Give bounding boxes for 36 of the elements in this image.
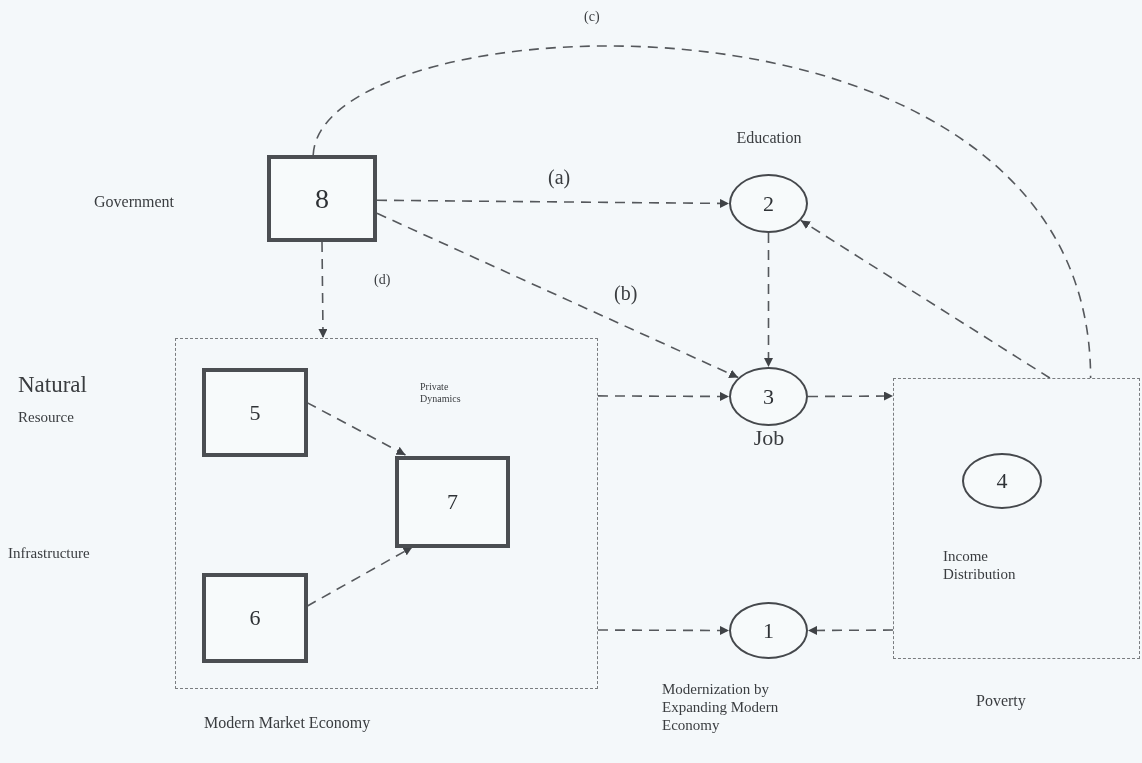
node-caption: Modernization by Expanding Modern Economy [662,680,780,734]
dashed-arrow [376,198,730,208]
node-caption: Resource [18,408,74,426]
group-title: Poverty [976,692,1026,710]
node-number: 6 [249,607,261,629]
node-number: 8 [315,184,329,213]
label-text: Private Dynamics [420,381,462,405]
node-number: 3 [763,385,774,408]
node-number: 1 [763,619,774,642]
dashed-arrow [597,391,730,401]
dashed-arrow [807,391,894,401]
dashed-connector [312,45,1092,379]
process-box [395,456,510,548]
node-caption: Education [735,128,803,148]
dashed-arrow [807,625,894,635]
edge-label: (c) [582,9,602,25]
node-caption: Natural [18,371,87,399]
dashed-arrow [800,219,1051,379]
edge-label: (b) [612,282,640,304]
node-caption: Income Distribution [943,547,1017,583]
label-text: Government [94,192,174,212]
node-caption: Job [752,425,786,452]
group-title: Modern Market Economy [204,714,371,732]
label-text: Infrastructure [8,544,90,562]
node-number: 2 [763,192,774,215]
process-box [267,155,377,242]
process-box [202,573,308,663]
node-number: 4 [996,470,1008,492]
edge-label: (a) [546,166,573,188]
dashed-arrow [597,625,730,635]
node-number: 7 [447,491,458,513]
edge-label: (d) [372,272,393,288]
node-number: 5 [249,401,261,424]
dashed-arrow [318,241,328,339]
process-box [202,368,308,457]
dashed-arrow [764,232,773,368]
